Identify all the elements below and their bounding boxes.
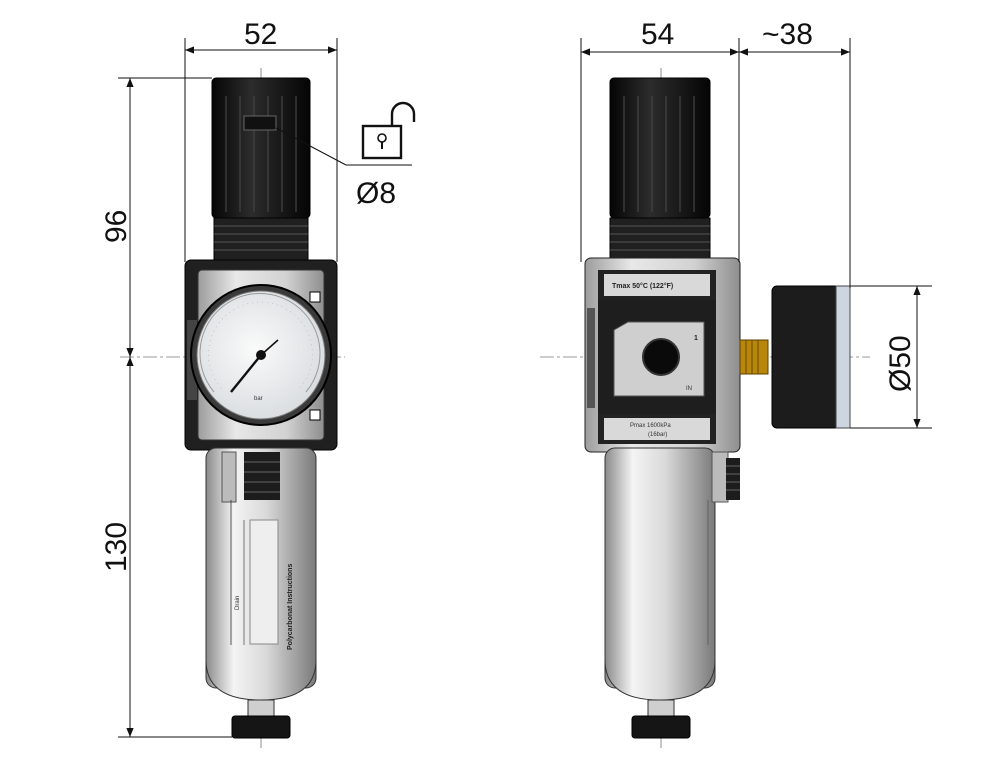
pressure-gauge-front: bar: [190, 284, 332, 426]
drain-knob-side: [631, 715, 691, 739]
side-view: Tmax 50°C (122°F) Pmax 1600kPa (16bar) 1…: [540, 68, 870, 748]
padlock-open-icon: [361, 101, 416, 160]
inlet-port: [642, 338, 680, 376]
bowl-instruction-text: Polycarbonat Instructions: [287, 564, 294, 650]
dim-gauge-diameter: Ø50: [884, 335, 917, 392]
pmax-label-2: (16bar): [648, 432, 667, 438]
front-dimensions: 52 96 130 Ø8: [100, 18, 416, 738]
pmax-label-1: Pmax 1600kPa: [630, 423, 671, 429]
drain-knob-front: [231, 715, 291, 739]
port-number: 1: [694, 335, 698, 342]
dim-lock-diameter: Ø8: [356, 177, 396, 210]
side-dimensions: 54 ~38 Ø50: [580, 18, 932, 429]
dim-width-side: 54: [641, 18, 674, 51]
filter-bowl-side: [604, 447, 716, 689]
dim-gauge-offset: ~38: [762, 18, 813, 51]
dim-height-top: 96: [100, 210, 133, 243]
bonnet-thread: [213, 217, 309, 261]
gauge-unit-label: bar: [254, 396, 263, 402]
adjust-knob-side: [609, 77, 711, 219]
front-view: bar Polycarbonat Instructions Drain: [120, 68, 345, 748]
gauge-fitting-brass: [739, 339, 769, 375]
port-in-label: IN: [686, 386, 692, 392]
tmax-label: Tmax 50°C (122°F): [612, 282, 673, 290]
dim-width-front: 52: [244, 18, 277, 51]
adjust-knob: [211, 77, 311, 219]
drain-label-front: Drain: [235, 596, 241, 610]
dim-height-bottom: 130: [100, 522, 133, 572]
